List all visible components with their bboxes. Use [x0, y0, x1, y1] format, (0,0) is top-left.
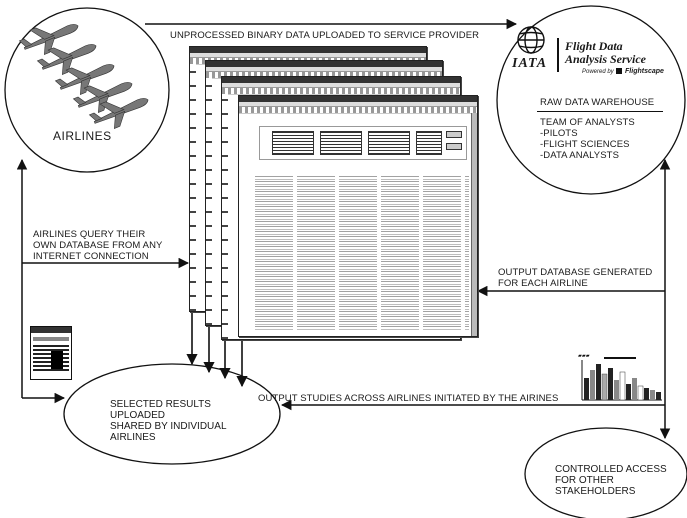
query-line-0: AIRLINES QUERY THEIR	[33, 229, 146, 240]
fdas-title-line1: Flight Data	[565, 39, 623, 53]
powered-by-line: Powered by Flightscape	[582, 68, 664, 75]
selected-line-3: AIRLINES	[110, 432, 156, 443]
team-line-1: -PILOTS	[540, 128, 578, 139]
controlled-access-oval	[524, 427, 687, 518]
fdas-title-line2: Analysis Service	[565, 52, 646, 66]
output-db-line-1: FOR EACH AIRLINE	[498, 278, 588, 289]
selected-line-2: SHARED BY INDIVIDUAL	[110, 421, 227, 432]
selected-line-0: SELECTED RESULTS	[110, 399, 211, 410]
selected-line-1: UPLOADED	[110, 410, 166, 421]
selected-results-oval	[63, 363, 281, 465]
upload-label: UNPROCESSED BINARY DATA UPLOADED TO SERV…	[170, 30, 480, 41]
query-line-1: OWN DATABASE FROM ANY	[33, 240, 163, 251]
team-line-2: -FLIGHT SCIENCES	[540, 139, 630, 150]
powered-by-text: Powered by	[582, 69, 614, 75]
database-screen-icon	[30, 326, 72, 380]
warehouse-heading: RAW DATA WAREHOUSE	[540, 97, 655, 108]
warehouse-rule	[537, 111, 663, 112]
iata-logo: IATA	[512, 56, 548, 71]
controlled-line-2: STAKEHOLDERS	[555, 486, 636, 497]
iata-globe-icon	[517, 26, 545, 54]
flightscape-mark	[616, 68, 623, 74]
svg-text:▰▰▰: ▰▰▰	[578, 353, 590, 359]
screen-window-front	[238, 95, 478, 337]
team-line-3: -DATA ANALYSTS	[540, 150, 620, 161]
studies-label: OUTPUT STUDIES ACROSS AIRLINES INITIATED…	[258, 393, 559, 404]
bar-chart-icon: ▰▰▰	[576, 350, 662, 402]
team-line-0: TEAM OF ANALYSTS	[540, 117, 635, 128]
airplane-icon	[18, 24, 149, 130]
warehouse-oval	[496, 5, 686, 195]
controlled-line-0: CONTROLLED ACCESS	[555, 464, 667, 475]
controlled-line-1: FOR OTHER	[555, 475, 614, 486]
logo-divider	[557, 38, 559, 72]
output-db-line-0: OUTPUT DATABASE GENERATED	[498, 267, 653, 278]
flightscape-brand: Flightscape	[625, 68, 664, 75]
airlines-label: AIRLINES	[53, 129, 112, 143]
query-line-2: INTERNET CONNECTION	[33, 251, 149, 262]
